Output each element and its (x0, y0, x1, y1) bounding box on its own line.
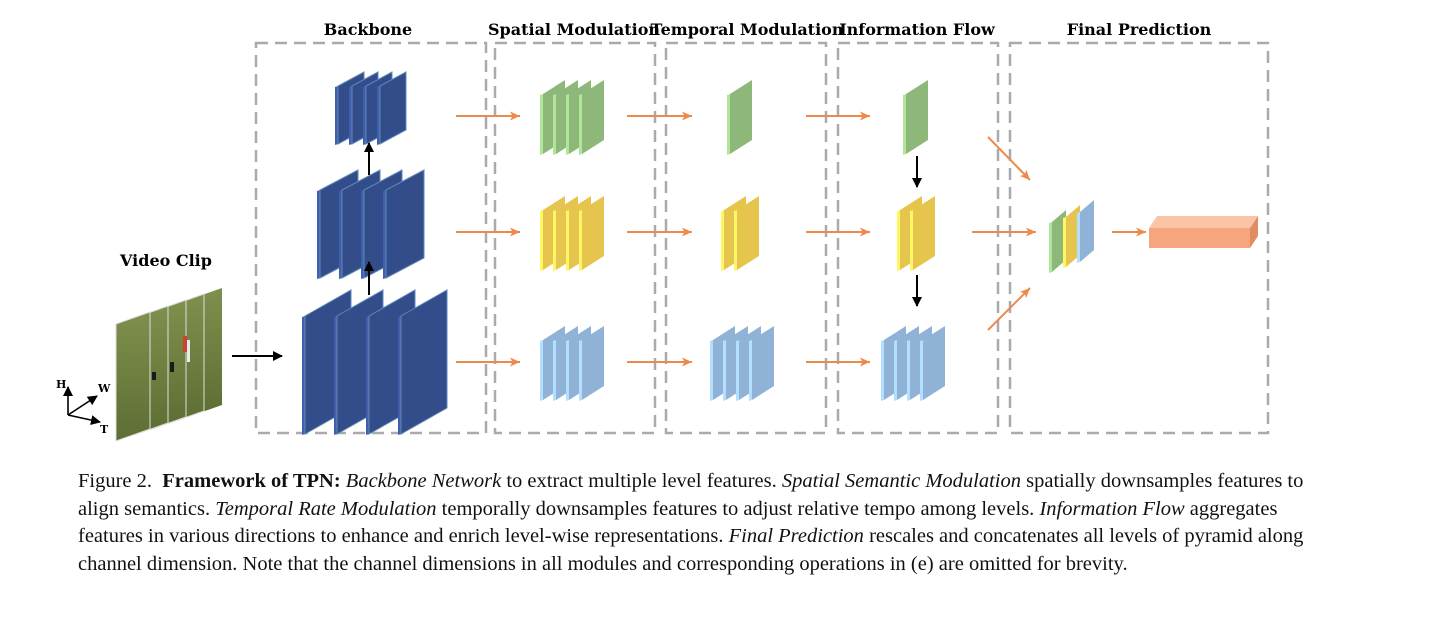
final-concat-stack (1049, 200, 1094, 273)
final-green-slab (1049, 210, 1066, 273)
flow-yellow-slab-2 (910, 196, 935, 271)
temporal-blue-slab-4 (749, 326, 774, 401)
temporal-green-slab-1 (727, 80, 752, 155)
temporal-stack-blue (710, 326, 774, 401)
caption-text-2: spatially downsamples features to align … (78, 470, 1304, 520)
final-yellow-slab (1063, 205, 1080, 268)
backbone-top-slab-4 (377, 71, 407, 145)
spatial-green-slab-4 (579, 80, 604, 155)
axis-t-label: T (100, 423, 109, 436)
axes-indicator (63, 386, 101, 425)
backbone-feature-mid (317, 169, 425, 279)
temporal-box (664, 41, 828, 435)
spatial-box (493, 41, 657, 435)
section-title-backbone: Backbone (324, 20, 412, 39)
flow-box (836, 41, 1000, 435)
flow-stack-yellow (897, 196, 935, 271)
spatial-stack-yellow (540, 196, 604, 271)
caption-text-5: rescales and concatenates all levels of … (78, 525, 1304, 575)
caption-prefix: Figure 2. (78, 470, 153, 492)
section-title-flow: Information Flow (839, 20, 996, 39)
caption-spatial: Spatial Semantic Modulation (781, 470, 1021, 492)
output-prediction-bar (1149, 216, 1258, 248)
flow-green-slab-1 (903, 80, 928, 155)
flow-stack-green (903, 80, 928, 155)
backbone-feature-bottom (302, 289, 448, 435)
axis-h-label: H (56, 378, 66, 391)
flow-blue-slab-4 (920, 326, 945, 401)
temporal-yellow-slab-2 (734, 196, 759, 271)
spatial-stack-green (540, 80, 604, 155)
caption-text-4: aggregates features in various direction… (78, 497, 1278, 548)
temporal-stack-green (727, 80, 752, 155)
spatial-blue-slab-4 (579, 326, 604, 401)
caption-backbone: Backbone Network (345, 470, 502, 492)
caption-title: Framework of TPN: (162, 470, 341, 492)
video-clip-label: Video Clip (119, 251, 212, 270)
caption-flow: Information Flow (1039, 497, 1185, 520)
axis-w-label: W (97, 382, 111, 395)
final-blue-slab (1077, 200, 1094, 263)
section-title-temporal: Temporal Modulation (651, 20, 844, 39)
backbone-mid-slab-4 (383, 169, 425, 279)
caption-temporal: Temporal Rate Modulation (215, 497, 437, 520)
backbone-box (254, 41, 488, 435)
tpn-framework-diagram: Backbone Spatial Modulation Temporal Mod… (56, 20, 1270, 442)
spatial-yellow-slab-4 (579, 196, 604, 271)
caption-final: Final Prediction (728, 525, 864, 547)
arrow-flow-final-top (987, 136, 1031, 181)
temporal-stack-yellow (721, 196, 759, 271)
section-title-spatial: Spatial Modulation (488, 20, 660, 39)
section-title-final: Final Prediction (1067, 20, 1212, 39)
figure-caption: Figure 2. Framework of TPN: Backbone Net… (78, 468, 1318, 578)
flow-stack-blue (881, 326, 945, 401)
caption-text-1: to extract multiple level features. (501, 470, 782, 492)
video-clip-frames (115, 288, 222, 442)
backbone-bot-slab-4 (398, 289, 448, 435)
spatial-stack-blue (540, 326, 604, 401)
backbone-feature-top (335, 71, 407, 145)
arrow-flow-final-bot (987, 287, 1031, 331)
caption-text-3: temporally downsamples features to adjus… (436, 497, 1040, 520)
